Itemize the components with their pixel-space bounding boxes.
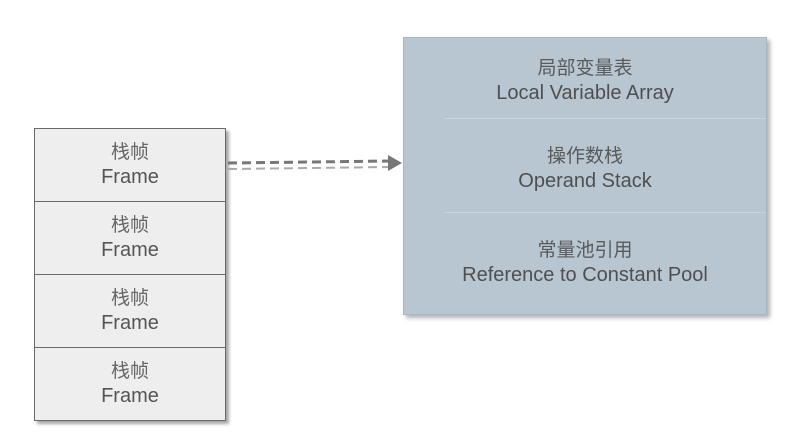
- frame-label-en: Frame: [101, 312, 159, 335]
- constant-pool-reference-section: 常量池引用 Reference to Constant Pool: [404, 228, 766, 298]
- local-variable-array-section: 局部变量表 Local Variable Array: [404, 46, 766, 116]
- arrow-line-lower: [227, 166, 393, 170]
- section-divider: [444, 118, 766, 119]
- section-label-cn: 局部变量表: [537, 56, 633, 79]
- frame-detail-panel: 局部变量表 Local Variable Array 操作数栈 Operand …: [403, 37, 767, 315]
- frame-label-cn: 栈帧: [110, 286, 149, 309]
- frame-label-cn: 栈帧: [110, 359, 149, 382]
- section-divider: [444, 212, 766, 213]
- section-label-cn: 操作数栈: [546, 144, 623, 167]
- dashed-arrow: [227, 155, 402, 171]
- frame-label-en: Frame: [101, 385, 159, 408]
- section-label-en: Operand Stack: [518, 170, 652, 193]
- stack-frame: 栈帧 Frame: [34, 274, 226, 348]
- arrow-line-upper: [227, 159, 393, 165]
- arrow-head: [388, 155, 402, 171]
- frame-label-cn: 栈帧: [110, 140, 149, 163]
- frame-stack: 栈帧 Frame 栈帧 Frame 栈帧 Frame 栈帧 Frame: [34, 128, 226, 421]
- section-label-en: Local Variable Array: [496, 82, 674, 105]
- stack-frame: 栈帧 Frame: [34, 347, 226, 421]
- frame-label-en: Frame: [101, 166, 159, 189]
- operand-stack-section: 操作数栈 Operand Stack: [404, 134, 766, 204]
- stack-frame: 栈帧 Frame: [34, 201, 226, 275]
- frame-label-cn: 栈帧: [110, 213, 149, 236]
- stack-frame: 栈帧 Frame: [34, 128, 226, 202]
- section-label-cn: 常量池引用: [537, 238, 633, 261]
- section-label-en: Reference to Constant Pool: [462, 264, 708, 287]
- frame-label-en: Frame: [101, 239, 159, 262]
